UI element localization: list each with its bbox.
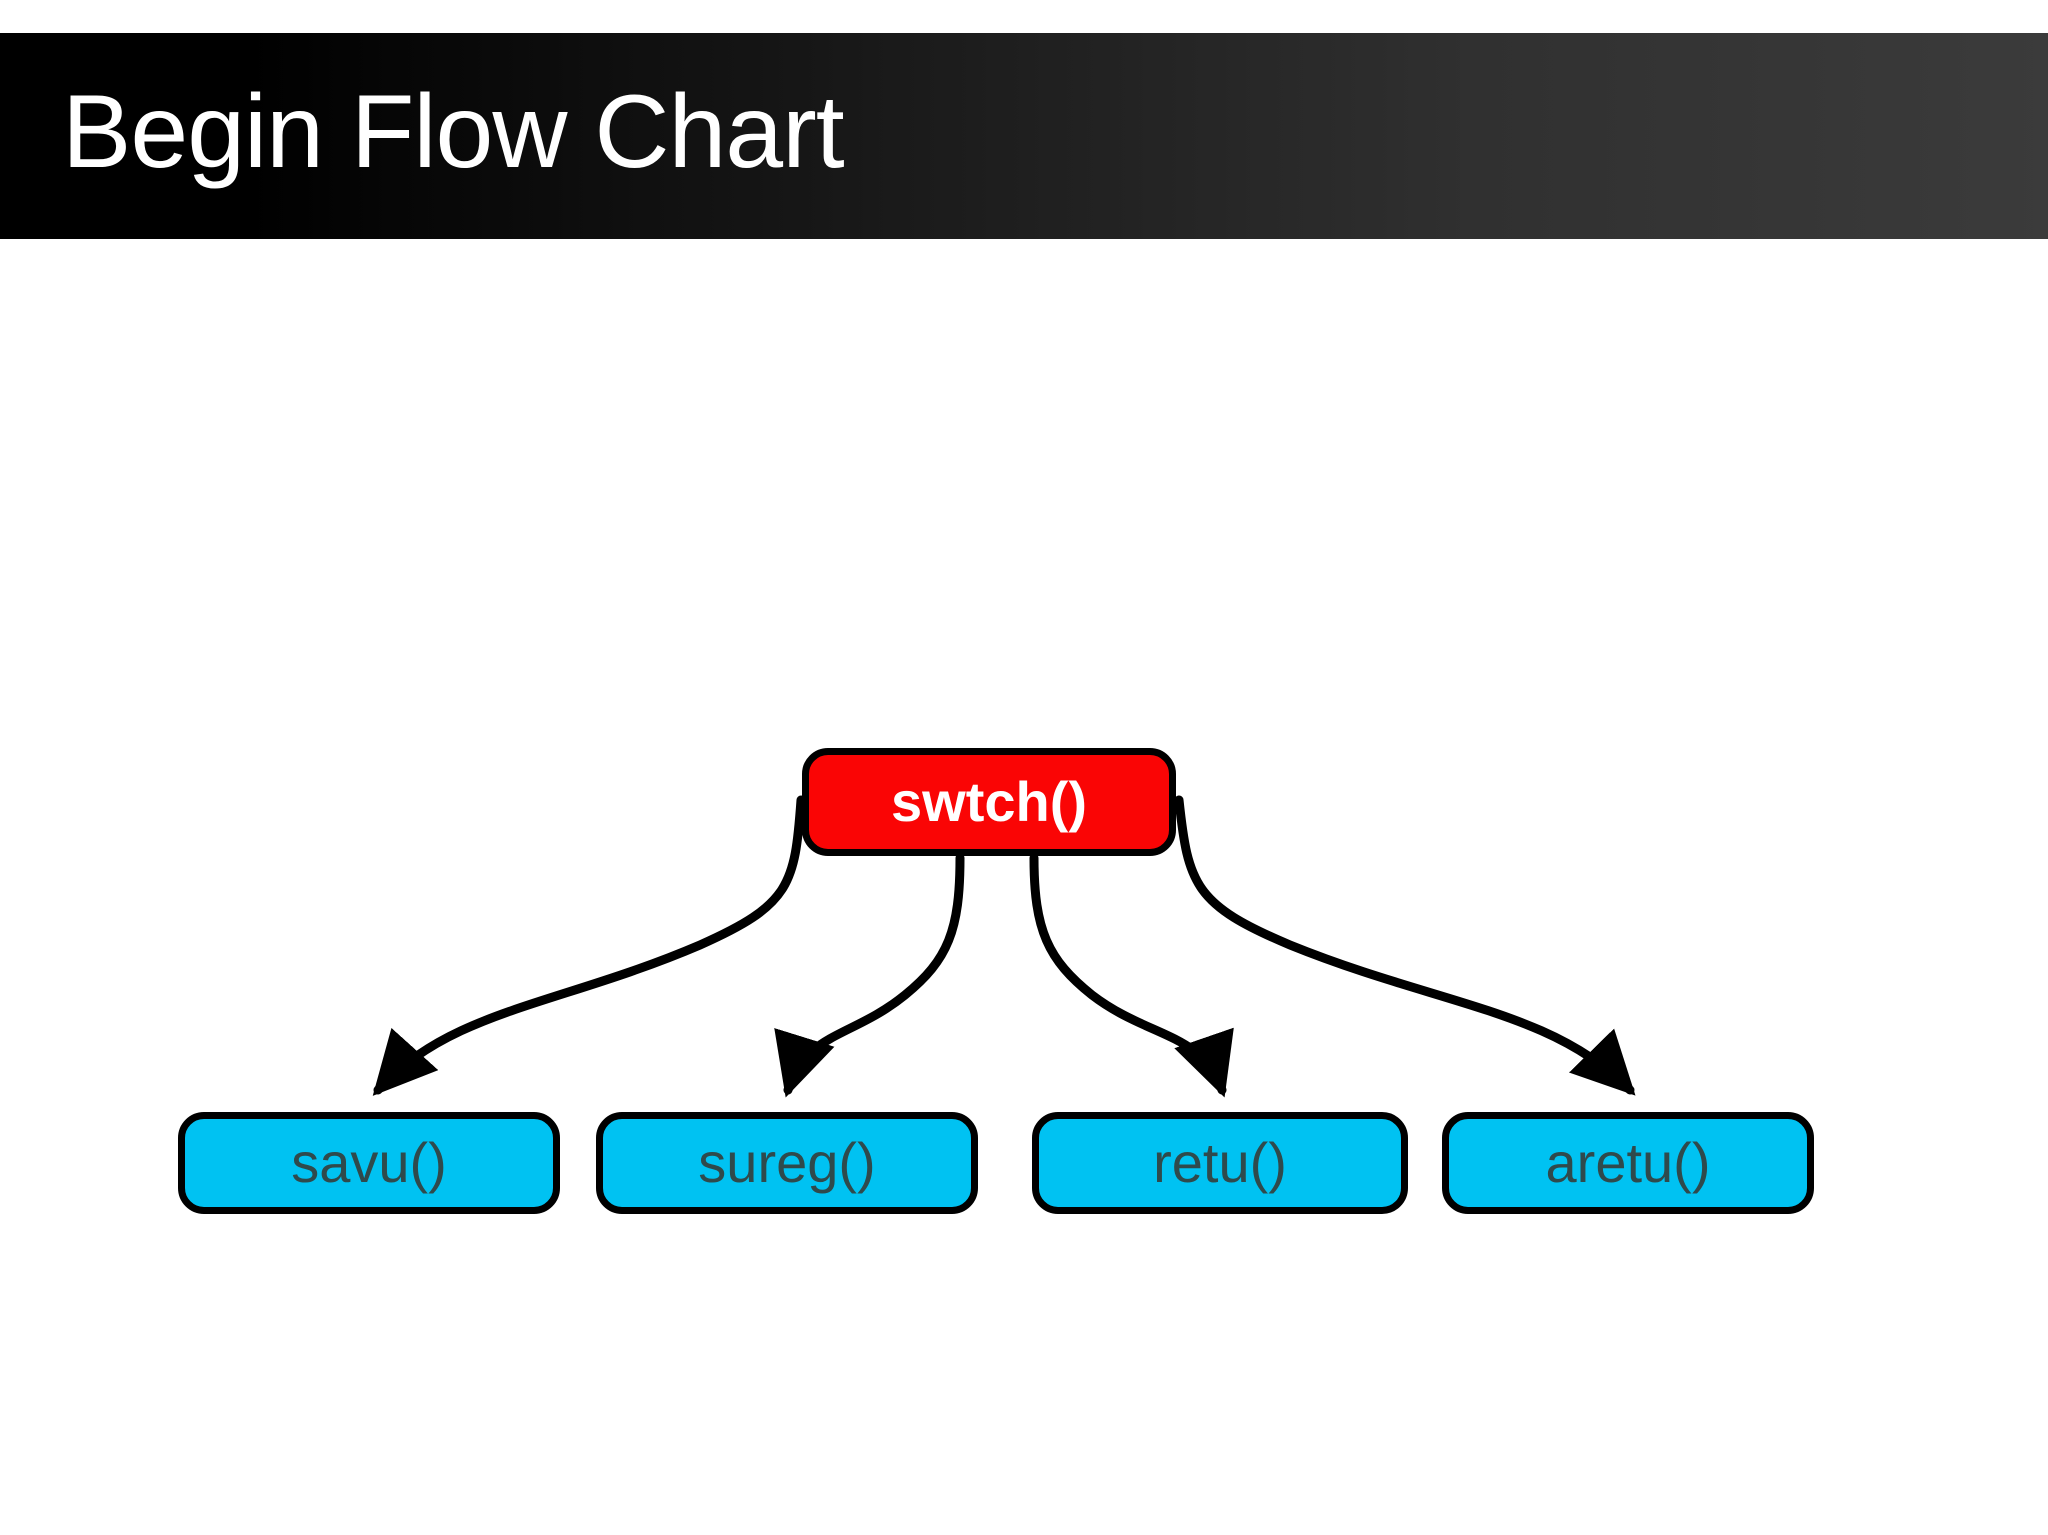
edge-swtch-to-sureg xyxy=(774,853,965,1098)
edge-swtch-to-aretu xyxy=(1174,795,1636,1096)
edge-swtch-to-retu xyxy=(1029,853,1234,1098)
flow-node-label: retu() xyxy=(1153,1131,1287,1194)
page-title: Begin Flow Chart xyxy=(62,74,845,190)
flow-node-aretu[interactable]: aretu() xyxy=(1442,1112,1814,1214)
flow-node-label: aretu() xyxy=(1545,1131,1711,1194)
title-bar: Begin Flow Chart xyxy=(0,33,2048,239)
flow-node-savu[interactable]: savu() xyxy=(178,1112,560,1214)
flow-node-sureg[interactable]: sureg() xyxy=(596,1112,978,1214)
flow-node-label: swtch() xyxy=(891,770,1087,833)
flow-node-swtch[interactable]: swtch() xyxy=(802,748,1176,856)
flow-node-label: savu() xyxy=(291,1131,447,1194)
flow-node-retu[interactable]: retu() xyxy=(1032,1112,1408,1214)
flow-node-label: sureg() xyxy=(698,1131,876,1194)
edge-swtch-to-savu xyxy=(372,795,806,1096)
